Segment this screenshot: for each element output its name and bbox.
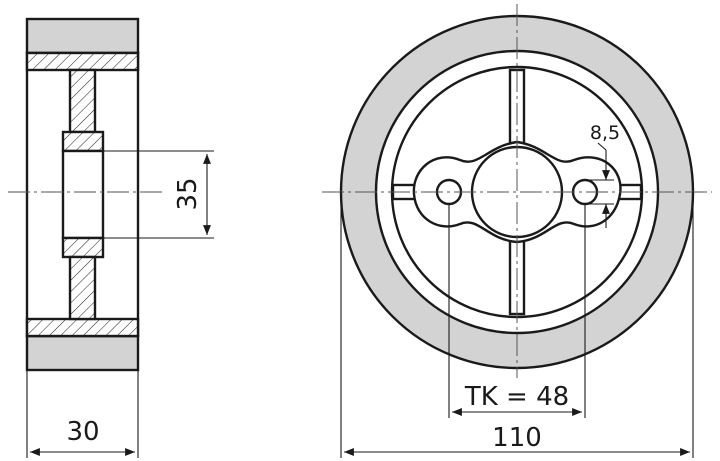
hub-flange-lower (61, 236, 105, 259)
bolt-circle-dimension: TK = 48 (448, 204, 586, 418)
rim-bottom-hatch (25, 317, 140, 338)
front-view (322, 4, 712, 378)
hub-bore (61, 149, 105, 240)
tire-top-section (25, 17, 140, 55)
leader-line (597, 142, 607, 151)
outer-diameter-dimension: 110 (340, 192, 694, 458)
outer-diameter-label: 110 (492, 423, 542, 453)
hub-flange-upper (61, 130, 105, 153)
hole-diameter-label: 8,5 (590, 122, 620, 144)
hub-diameter-dimension: 35 (103, 150, 214, 239)
web-lower-hatch (68, 255, 97, 321)
web-upper-hatch (68, 68, 97, 134)
section-view (8, 17, 162, 372)
rim-top-hatch (25, 51, 140, 72)
width-label: 30 (66, 417, 99, 447)
tire-bottom-section (25, 334, 140, 372)
hole-diameter-dimension: 8,5 (585, 122, 620, 228)
width-dimension: 30 (26, 370, 139, 458)
bolt-circle-label: TK = 48 (464, 382, 569, 412)
hub-diameter-label: 35 (173, 177, 203, 210)
